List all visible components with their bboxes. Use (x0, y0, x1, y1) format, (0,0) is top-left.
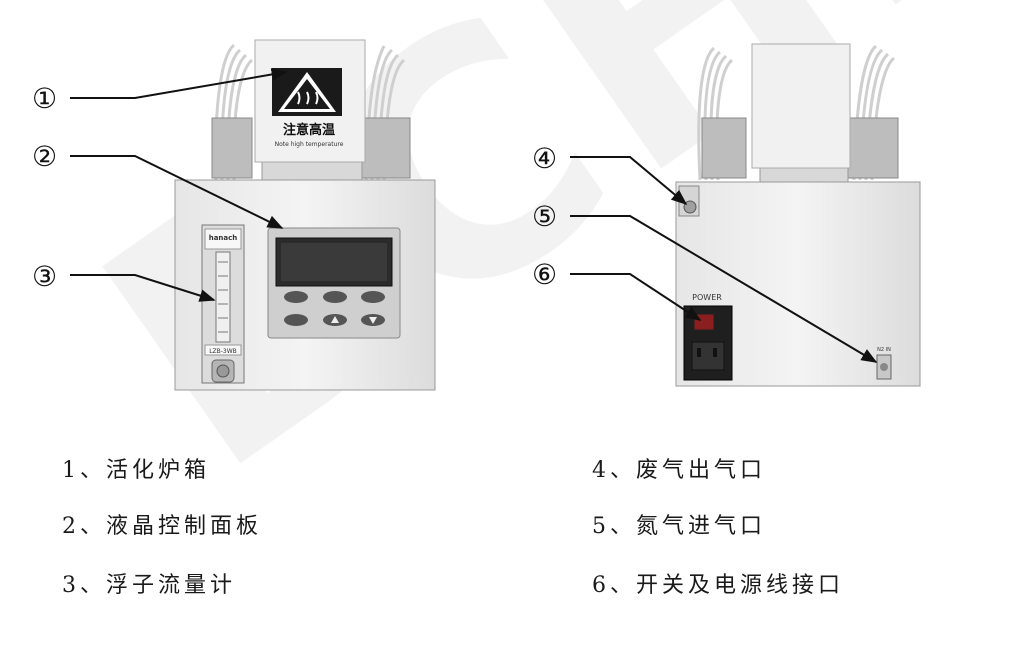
front-device: 注意高温 Note high temperature hanach LZB-3W… (174, 39, 436, 391)
legend-text: 活化炉箱 (106, 458, 211, 483)
legend-number: 5、 (592, 514, 636, 539)
power-switch-socket (683, 305, 733, 381)
device-figure: 注意高温 Note high temperature hanach LZB-3W… (32, 39, 921, 391)
back-oven (751, 43, 851, 169)
legend-item-1: 1、活化炉箱 (62, 452, 210, 484)
legend-number: 2、 (62, 514, 106, 539)
legend-text: 浮子流量计 (106, 573, 237, 598)
warning-label-en: Note high temperature (275, 141, 344, 148)
legend-text: 废气出气口 (636, 458, 767, 483)
front-clamp-left (211, 117, 253, 179)
back-device: POWER N2 IN (675, 43, 921, 387)
callout-1: ① (32, 82, 57, 115)
warning-label-cn: 注意高温 (283, 122, 335, 138)
callout-5: ⑤ (532, 200, 557, 233)
power-label: POWER (692, 293, 722, 302)
legend-text: 开关及电源线接口 (636, 573, 845, 598)
back-clamp-right (845, 117, 899, 179)
callouts: ① ② ③ ④ ⑤ ⑥ (32, 82, 557, 293)
nitrogen-inlet (876, 354, 892, 380)
lcd-control-panel (267, 227, 401, 339)
legend-text: 氮气进气口 (636, 514, 767, 539)
warning-icon (272, 68, 342, 116)
panel-button (323, 291, 347, 303)
flowmeter-model: LZB-3WB (209, 348, 237, 355)
flowmeter-brand: hanach (209, 234, 238, 242)
flowmeter: hanach LZB-3WB (201, 224, 245, 384)
callout-2: ② (32, 140, 57, 173)
legend-item-4: 4、废气出气口 (592, 452, 766, 484)
legend-number: 3、 (62, 573, 106, 598)
callout-4: ④ (532, 142, 557, 175)
legend-item-3: 3、浮子流量计 (62, 567, 236, 599)
n2-port-label: N2 IN (877, 347, 891, 353)
callout-6: ⑥ (532, 258, 557, 291)
legend-item-6: 6、开关及电源线接口 (592, 567, 844, 599)
callout-3: ③ (32, 260, 57, 293)
panel-button (361, 291, 385, 303)
leader-lines (70, 68, 878, 363)
legend-text: 液晶控制面板 (106, 514, 263, 539)
legend-number: 6、 (592, 573, 636, 598)
back-clamp-left (701, 117, 747, 179)
legend-item-5: 5、氮气进气口 (592, 508, 766, 540)
panel-button (284, 291, 308, 303)
legend-number: 4、 (592, 458, 636, 483)
legend-number: 1、 (62, 458, 106, 483)
legend-item-2: 2、液晶控制面板 (62, 508, 262, 540)
panel-button (284, 314, 308, 326)
front-clamp-right (361, 117, 411, 179)
